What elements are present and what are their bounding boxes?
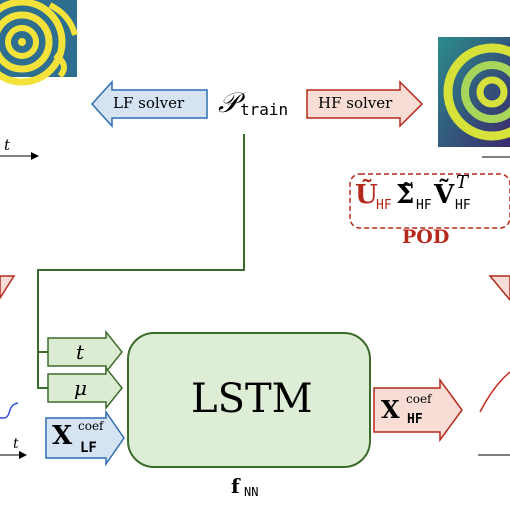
lf-curve-time-label: t [13,436,19,452]
output-x-hf-sup: coef [406,392,432,406]
pod-transpose-superscript: T [456,172,469,193]
lf-coefficient-curve [0,402,27,459]
input-mu-label: μ [74,376,87,400]
lf-solver-label: LF solver [113,94,185,112]
input-arrow-x-lf [45,409,125,467]
train-set-symbol: 𝒫 [218,86,239,119]
pod-u-symbol: Ũ [355,180,378,210]
lf-time-label: t [4,136,11,154]
pod-u-subscript: HF [376,198,392,213]
lstm-label: LSTM [191,376,313,422]
pod-sigma-symbol: Σ̃ [396,180,415,210]
lstm-box [127,332,371,468]
left-decoder-shape [0,275,16,300]
hf-solver-arrow [306,80,424,128]
pod-label: POD [402,226,450,248]
hf-coefficient-curve [478,371,510,456]
train-set-subscript: train [240,100,289,119]
lstm-caption-main: f [231,474,240,498]
pod-sigma-subscript: HF [416,198,432,213]
input-t-label: t [76,340,85,364]
pod-box [349,173,510,229]
input-arrow-mu [47,365,123,411]
lf-snapshot-image [0,0,78,86]
output-x-hf-main: X [381,395,400,424]
output-x-hf-sub: HF [407,412,423,427]
hf-solver-label: HF solver [318,94,393,112]
pod-v-symbol: Ṽ [434,180,455,210]
input-x-lf-main: X [52,421,73,451]
right-decoder-shape [488,275,510,302]
lf-solver-arrow [90,80,208,128]
input-x-lf-sup: coef [78,419,104,433]
pod-v-subscript: HF [455,198,471,213]
lstm-caption-sub: NN [244,485,259,499]
input-arrow-t [47,329,123,375]
input-x-lf-sub: LF [80,440,97,456]
output-arrow-x-hf [373,377,463,443]
hf-snapshot-image [438,37,510,147]
